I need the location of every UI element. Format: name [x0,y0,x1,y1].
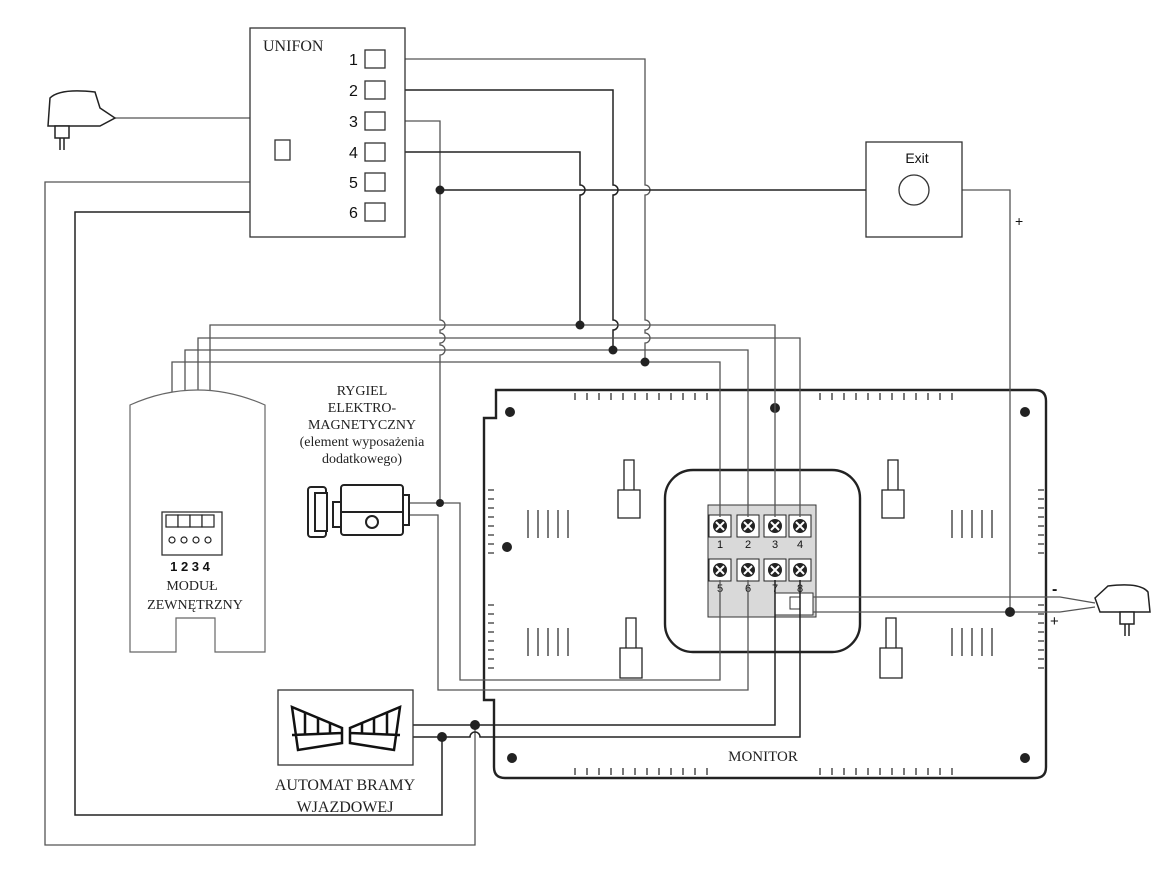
gate-label-1: AUTOMAT BRAMY [275,777,416,794]
unifon-terminal [364,49,386,69]
screw-cross-icon [715,565,725,575]
unifon-terminal-number: 2 [349,83,358,100]
electromagnetic-lock: RYGIEL ELEKTRO- MAGNETYCZNY (element wyp… [300,384,426,538]
unifon-terminal [364,80,386,100]
lock-label-1: RYGIEL [337,384,388,399]
unifon-terminal-number: 4 [349,145,358,162]
terminal-number: 3 [772,539,778,551]
screw-cross-icon [795,565,805,575]
power-adapter-top-left [47,90,117,150]
power-adapter-right [1094,584,1151,636]
terminal-number: 4 [797,539,803,551]
vent-slots [488,393,1044,775]
unifon-terminal [364,142,386,162]
unifon-terminal [364,111,386,131]
lock-label-2: ELEKTRO- [328,401,397,416]
power-plus-label: + [1050,613,1059,630]
unifon-terminal-number: 3 [349,114,358,131]
unifon-terminal-number: 1 [349,52,358,69]
exit-button: Exit + [865,141,1023,238]
external-module: 1 2 3 4 MODUŁ ZEWNĘTRZNY [129,389,266,653]
lock-label-3: MAGNETYCZNY [308,418,416,433]
module-pin-numbers: 1 2 3 4 [170,559,211,574]
screw-cross-icon [770,521,780,531]
screw-cross-icon [743,565,753,575]
exit-label: Exit [905,150,928,166]
unifon-terminal-number: 6 [349,205,358,222]
unifon-terminal [364,202,386,222]
gate-label-2: WJAZDOWEJ [297,799,394,816]
unifon: UNIFON 1 2 3 4 5 6 [249,27,406,238]
monitor-label: MONITOR [728,749,798,765]
module-label-1: MODUŁ [166,579,217,594]
lock-label-5: dodatkowego) [322,452,402,467]
terminal-number: 2 [745,539,751,551]
module-label-2: ZEWNĘTRZNY [147,598,243,613]
screw-cross-icon [743,521,753,531]
power-minus-label: - [1052,581,1057,598]
screw-cross-icon [795,521,805,531]
screw-cross-icon [770,565,780,575]
exit-plus-label: + [1015,213,1023,229]
unifon-title: UNIFON [263,38,324,55]
screw-cross-icon [715,521,725,531]
unifon-terminal [364,172,386,192]
terminal-number: 1 [717,539,723,551]
unifon-terminal-number: 5 [349,175,358,192]
gate-automation: AUTOMAT BRAMY WJAZDOWEJ [275,689,416,816]
lock-label-4: (element wyposażenia [300,435,426,450]
